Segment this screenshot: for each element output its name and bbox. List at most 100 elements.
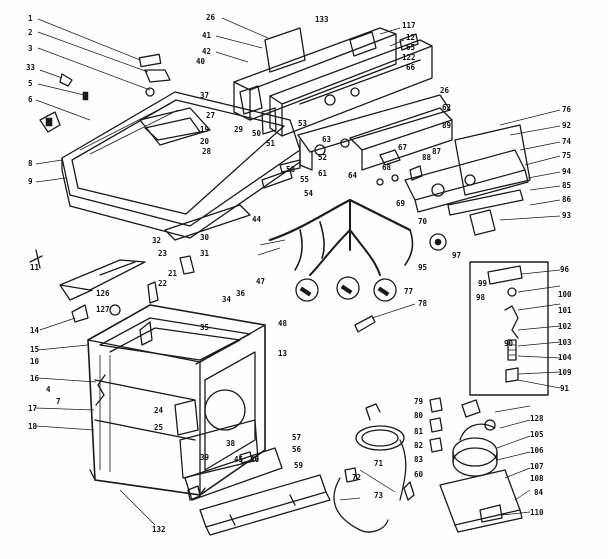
callout-8: 8 <box>28 159 33 168</box>
callout-7: 7 <box>56 397 61 406</box>
callout-36: 36 <box>236 289 246 298</box>
callout-18: 18 <box>28 422 38 431</box>
callout-58: 58 <box>286 165 296 174</box>
callout-28: 28 <box>202 147 212 156</box>
callout-66: 66 <box>406 63 416 72</box>
callout-6: 6 <box>28 95 33 104</box>
callout-69: 69 <box>396 199 406 208</box>
callout-35: 35 <box>200 323 209 332</box>
callout-3: 3 <box>28 44 33 53</box>
callout-31: 31 <box>200 249 210 258</box>
callout-103: 103 <box>558 338 572 347</box>
callout-41: 41 <box>202 31 212 40</box>
callout-88: 88 <box>422 153 432 162</box>
callout-30: 30 <box>200 233 210 242</box>
callout-46: 46 <box>250 455 260 464</box>
callout-26b: 26 <box>440 86 450 95</box>
callout-13: 13 <box>278 349 288 358</box>
callout-108: 108 <box>530 474 544 483</box>
callout-22: 22 <box>158 279 167 288</box>
callout-5: 5 <box>28 79 33 88</box>
callout-128: 128 <box>530 414 544 423</box>
callout-107: 107 <box>530 462 544 471</box>
callout-126: 126 <box>96 289 110 298</box>
callout-133: 133 <box>315 15 329 24</box>
callout-97: 97 <box>452 251 461 260</box>
callout-16: 16 <box>30 374 40 383</box>
callout-1: 1 <box>28 14 33 23</box>
callout-11: 11 <box>30 263 40 272</box>
callout-32: 32 <box>152 236 161 245</box>
callout-96: 96 <box>560 265 570 274</box>
callout-25: 25 <box>154 423 163 432</box>
callout-122: 122 <box>402 53 416 62</box>
callout-84: 84 <box>534 488 544 497</box>
callout-106: 106 <box>530 446 544 455</box>
callout-55: 55 <box>300 175 309 184</box>
callout-29: 29 <box>234 125 244 134</box>
callout-72: 72 <box>352 473 361 482</box>
callout-68: 68 <box>382 163 392 172</box>
callout-52: 52 <box>318 153 327 162</box>
callout-73: 73 <box>374 491 384 500</box>
callout-94: 94 <box>562 167 572 176</box>
callout-87: 87 <box>432 147 441 156</box>
callout-89: 89 <box>442 121 452 130</box>
control-panel <box>349 107 531 251</box>
callout-26: 26 <box>206 13 216 22</box>
callout-27: 27 <box>206 111 215 120</box>
callout-104: 104 <box>558 353 572 362</box>
callout-40: 40 <box>196 57 206 66</box>
callout-62: 62 <box>442 103 451 112</box>
main-cabinet <box>87 304 266 496</box>
toe-panels <box>184 447 331 536</box>
callout-110: 110 <box>530 508 544 517</box>
callout-92: 92 <box>562 121 571 130</box>
callout-132: 132 <box>152 525 166 534</box>
callout-105: 105 <box>530 430 544 439</box>
callout-39: 39 <box>200 453 210 462</box>
callout-78: 78 <box>418 299 428 308</box>
callout-117: 117 <box>402 21 416 30</box>
callout-38: 38 <box>226 439 236 448</box>
callout-71: 71 <box>374 459 384 468</box>
callout-95: 95 <box>418 263 427 272</box>
callout-67: 67 <box>398 143 407 152</box>
callout-81: 81 <box>414 427 424 436</box>
callout-14: 14 <box>30 326 40 335</box>
callout-86: 86 <box>562 195 572 204</box>
callout-102: 102 <box>558 322 572 331</box>
callout-109: 109 <box>558 368 572 377</box>
callout-90: 90 <box>504 339 514 348</box>
callout-80: 80 <box>414 411 424 420</box>
callout-20: 20 <box>200 137 210 146</box>
callout-50: 50 <box>252 129 262 138</box>
callout-65: 65 <box>406 43 415 52</box>
callout-98: 98 <box>476 293 486 302</box>
callout-48: 48 <box>278 319 288 328</box>
lid-hardware <box>39 53 171 133</box>
callout-2: 2 <box>28 28 33 37</box>
callout-75: 75 <box>562 151 571 160</box>
callout-63: 63 <box>322 135 332 144</box>
callout-54: 54 <box>304 189 314 198</box>
callout-82: 82 <box>414 441 423 450</box>
wiring-harness <box>257 159 414 302</box>
callout-10: 10 <box>30 357 40 366</box>
callout-127: 127 <box>96 305 110 314</box>
callout-45: 45 <box>234 455 243 464</box>
callout-74: 74 <box>562 137 572 146</box>
callout-33: 33 <box>26 63 36 72</box>
callout-51: 51 <box>266 139 276 148</box>
pump-motor-assembly <box>429 397 523 533</box>
hoses <box>333 315 415 533</box>
hinge-and-brackets <box>29 249 195 406</box>
callout-21: 21 <box>168 269 178 278</box>
callout-34: 34 <box>222 295 232 304</box>
callout-59: 59 <box>294 461 304 470</box>
callout-85: 85 <box>562 181 571 190</box>
callout-4: 4 <box>46 385 51 394</box>
callout-91: 91 <box>560 384 570 393</box>
callout-101: 101 <box>558 306 572 315</box>
callout-15: 15 <box>30 345 39 354</box>
